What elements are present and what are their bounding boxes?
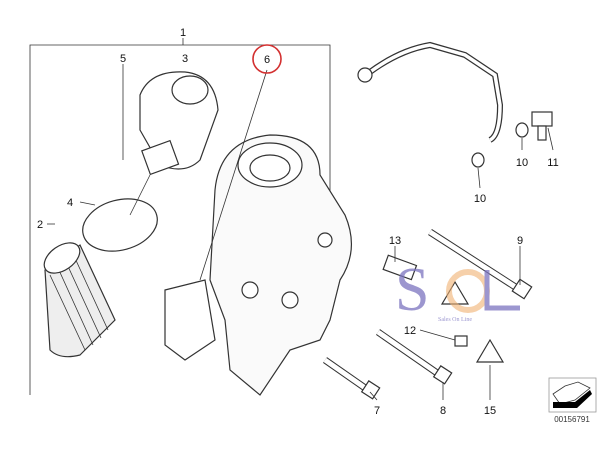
bolt-8 bbox=[376, 329, 453, 385]
oil-pipe bbox=[357, 41, 504, 143]
warning-label bbox=[475, 338, 505, 363]
callout-4: 4 bbox=[67, 197, 73, 209]
callout-1: 1 bbox=[180, 27, 186, 39]
diagram-reference-icon bbox=[548, 377, 597, 413]
callout-7: 7 bbox=[374, 405, 380, 417]
callout-10: 10 bbox=[516, 157, 528, 169]
oil-filter-housing bbox=[209, 134, 353, 396]
watermark-tagline: Sales On Line bbox=[438, 317, 472, 323]
leader-lines bbox=[47, 64, 554, 401]
callout-12: 12 bbox=[404, 325, 416, 337]
sol-watermark-logo: S Sales On Line bbox=[395, 256, 520, 324]
connector bbox=[454, 335, 468, 347]
highlight-circle bbox=[252, 44, 282, 74]
callout-11: 11 bbox=[547, 157, 558, 169]
o-ring bbox=[82, 198, 158, 252]
sealing-washer bbox=[471, 152, 485, 168]
callout-9: 9 bbox=[517, 235, 523, 247]
sealing-washer bbox=[515, 122, 529, 138]
bolt-7 bbox=[322, 357, 381, 400]
assembly-bracket bbox=[29, 38, 331, 395]
callout-8: 8 bbox=[440, 405, 446, 417]
callout-6: 6 bbox=[264, 54, 270, 66]
oil-pressure-sensor bbox=[382, 254, 418, 281]
svg-text:S: S bbox=[395, 256, 429, 324]
callout-15: 15 bbox=[484, 405, 496, 417]
callout-2: 2 bbox=[37, 219, 43, 231]
callout-10: 10 bbox=[474, 193, 486, 205]
housing-gasket bbox=[164, 279, 216, 361]
bolt-9 bbox=[428, 229, 533, 300]
callout-5: 5 bbox=[120, 53, 126, 65]
filter-element bbox=[43, 242, 116, 358]
oil-filter-cap bbox=[129, 71, 219, 216]
callout-13: 13 bbox=[389, 235, 401, 247]
callout-3: 3 bbox=[182, 53, 188, 65]
diagram-code: 00156791 bbox=[554, 415, 590, 424]
banjo-bolt bbox=[531, 111, 553, 141]
